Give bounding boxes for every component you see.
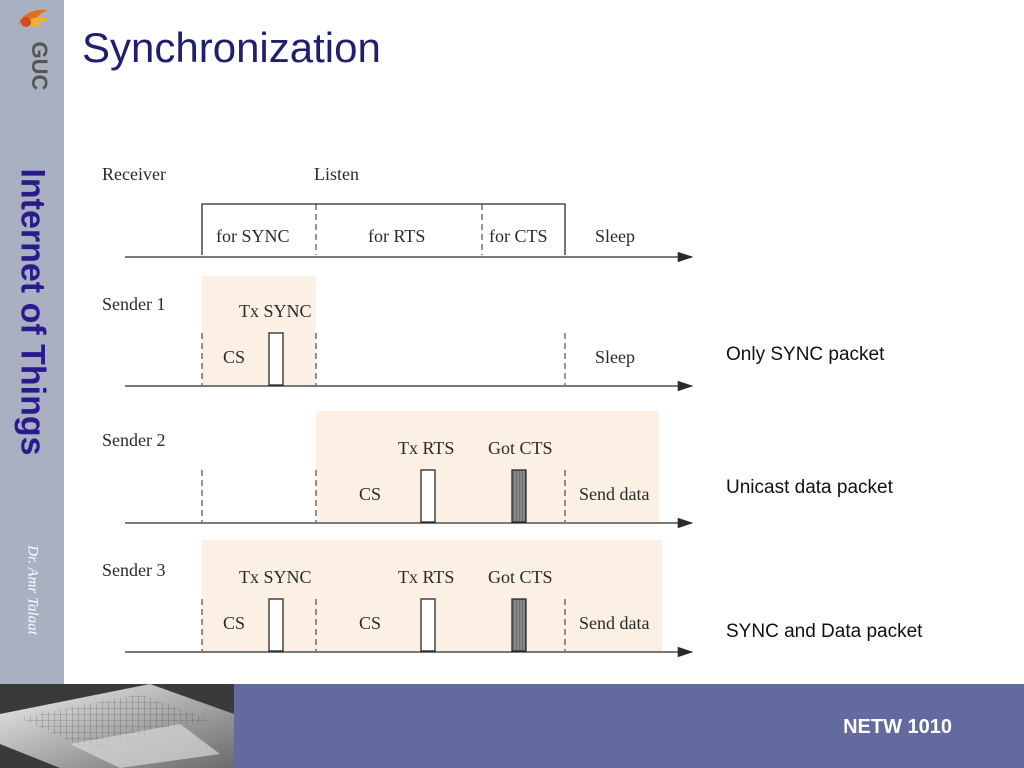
sender3-tx-sync: Tx SYNC [239,567,312,587]
rts-packet [421,470,435,522]
sender1-highlight [202,276,316,386]
sender1-cs: CS [223,347,245,367]
sender2-send-data: Send data [579,484,649,504]
sync-timing-diagram: Receiver Listen for SYNC for RTS for CTS… [0,0,1024,684]
cts-packet [512,599,526,651]
phase-for-cts: for CTS [489,226,548,246]
sync-packet [269,599,283,651]
receiver-row: Receiver Listen for SYNC for RTS for CTS… [102,164,692,257]
receiver-sleep: Sleep [595,226,635,246]
cts-packet [512,470,526,522]
receiver-label: Receiver [102,164,166,184]
chip-image [0,684,234,768]
footer: NETW 1010 [0,684,1024,768]
sender2-got-cts: Got CTS [488,438,553,458]
sender3-label: Sender 3 [102,560,165,580]
phase-for-sync: for SYNC [216,226,290,246]
sender1-sleep: Sleep [595,347,635,367]
sender3-description: SYNC and Data packet [726,621,923,642]
sender2-label: Sender 2 [102,430,165,450]
sender1-tx-sync: Tx SYNC [239,301,312,321]
sender1-description: Only SYNC packet [726,344,885,365]
sender3-cs2: CS [359,613,381,633]
sender2-cs: CS [359,484,381,504]
sender2-description: Unicast data packet [726,477,894,498]
sync-packet [269,333,283,385]
listen-label: Listen [314,164,359,184]
sender3-cs1: CS [223,613,245,633]
sender1-label: Sender 1 [102,294,165,314]
sender3-got-cts: Got CTS [488,567,553,587]
sender3-tx-rts: Tx RTS [398,567,454,587]
phase-for-rts: for RTS [368,226,425,246]
sender2-highlight [316,411,659,522]
sender3-send-data: Send data [579,613,649,633]
course-code: NETW 1010 [843,716,952,739]
rts-packet [421,599,435,651]
sender2-tx-rts: Tx RTS [398,438,454,458]
